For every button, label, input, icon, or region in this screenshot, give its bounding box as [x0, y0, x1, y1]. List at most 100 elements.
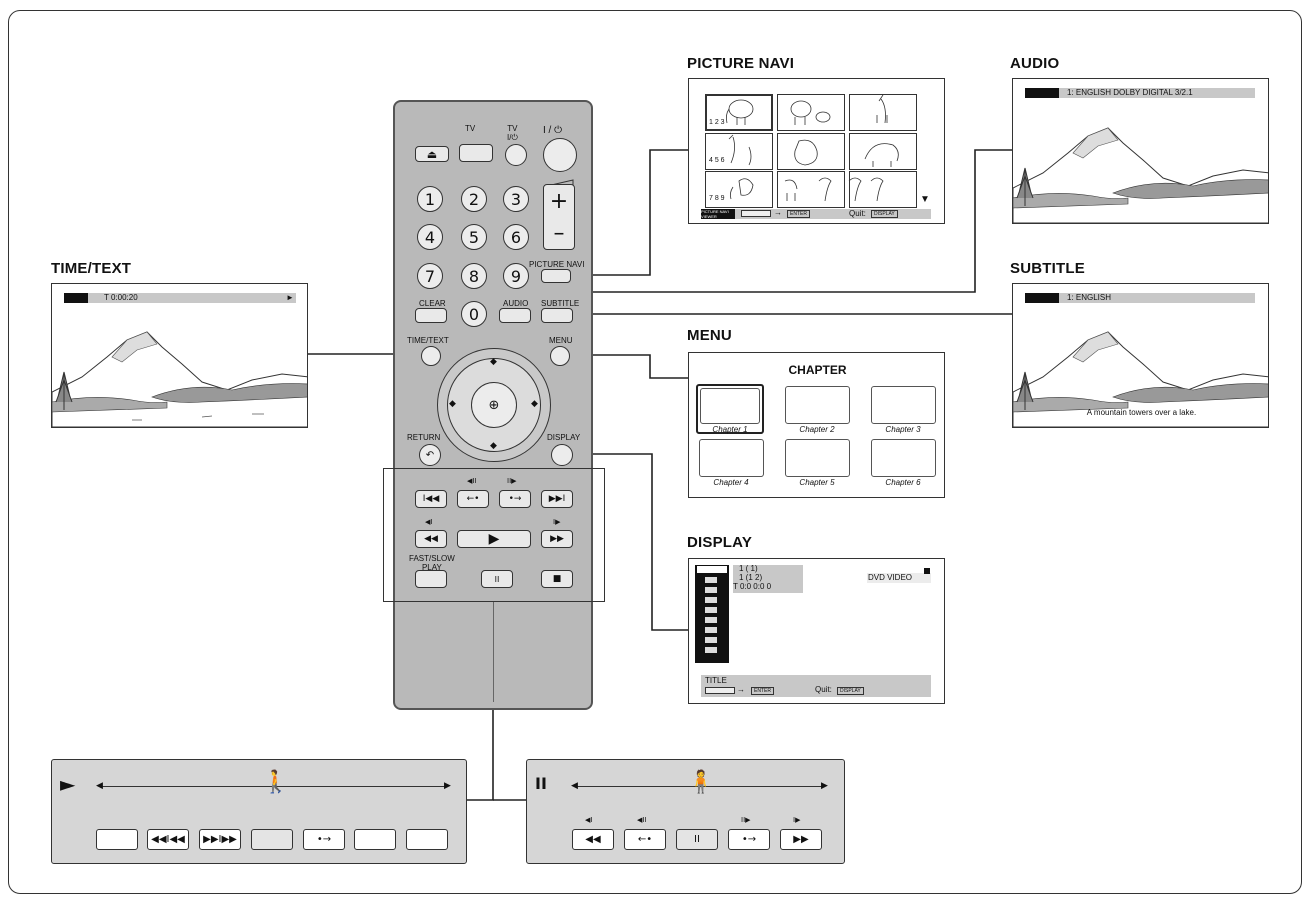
number-4-button[interactable]: 4 [417, 224, 443, 250]
display-button[interactable] [551, 444, 573, 466]
chapter-icon [705, 577, 717, 583]
remote-control: TV TV I/⏻ I / ⏻ ⏏ 1 2 3 4 5 6 7 8 9 0 + … [383, 100, 605, 710]
number-6-button[interactable]: 6 [503, 224, 529, 250]
title-number: 1 ( 1) [739, 564, 758, 573]
number-7-button[interactable]: 7 [417, 263, 443, 289]
subtitle-icon [705, 607, 717, 613]
thumbnail-1[interactable] [705, 94, 773, 131]
number-2-button[interactable]: 2 [461, 186, 487, 212]
wire-picture-navi [547, 149, 690, 276]
down-arrow-icon[interactable]: ◆ [490, 440, 497, 450]
number-0-button[interactable]: 0 [461, 301, 487, 327]
quit-label: Quit: [815, 685, 832, 694]
play-state-icon: ► [60, 772, 76, 796]
slow-back-mark-icon: ◀I [425, 518, 433, 526]
row-number-2: 4 5 6 [709, 157, 725, 164]
display-info-box [733, 565, 803, 593]
speed-button-2[interactable]: ◀◀I◀◀ [147, 829, 189, 850]
right-arrow-icon[interactable]: ◆ [531, 398, 538, 408]
step-button-1[interactable]: ◀◀ [572, 829, 614, 850]
step-button-2[interactable]: ←• [624, 829, 666, 850]
up-arrow-icon[interactable]: ◆ [490, 356, 497, 366]
thumbnail-9[interactable] [849, 171, 917, 208]
fast-forward-button[interactable]: ▶▶ [541, 530, 573, 548]
chapter-6-box[interactable] [871, 439, 936, 477]
picture-navi-title: PICTURE NAVI [687, 55, 795, 72]
eject-button[interactable]: ⏏ [415, 146, 449, 162]
tv-input-button[interactable] [459, 144, 493, 162]
number-8-button[interactable]: 8 [461, 263, 487, 289]
chapter-3-box[interactable] [871, 386, 936, 424]
rewind-button[interactable]: ◀◀ [415, 530, 447, 548]
disc-type: DVD VIDEO [868, 573, 913, 582]
audio-button[interactable] [499, 308, 531, 323]
picture-navi-label: PICTURE NAVI [529, 260, 585, 269]
enter-button[interactable]: ⊕ [471, 382, 517, 428]
number-3-button[interactable]: 3 [503, 186, 529, 212]
subtitle-bar: 1: ENGLISH [1025, 293, 1255, 303]
axis-left-arrow-icon: ◀ [571, 780, 578, 790]
step-axis [575, 786, 825, 787]
subtitle-caption: A mountain towers over a lake. [1086, 408, 1197, 417]
number-9-button[interactable]: 9 [503, 263, 529, 289]
scroll-down-icon[interactable]: ▼ [920, 194, 930, 205]
remote-bottom-divider [493, 602, 494, 702]
footer-title: TITLE [705, 676, 727, 685]
advance-button[interactable]: •→ [499, 490, 531, 508]
power-button[interactable] [543, 138, 577, 172]
speed-button-7[interactable] [406, 829, 448, 850]
audio-track-text: 1: ENGLISH DOLBY DIGITAL 3/2.1 [1067, 88, 1193, 97]
chapter-2-box[interactable] [785, 386, 850, 424]
axis-right-arrow-icon: ▶ [821, 780, 828, 790]
selected-icon [697, 566, 727, 573]
volume-rocker[interactable]: + – [543, 184, 575, 250]
step-button-5[interactable]: ▶▶ [780, 829, 822, 850]
tv-power-label: TV I/⏻ [507, 124, 518, 142]
left-arrow-icon[interactable]: ◆ [449, 398, 456, 408]
chapter-1-label: Chapter 1 [712, 425, 748, 434]
quit-label: Quit: [849, 209, 866, 218]
time-text-button[interactable] [421, 346, 441, 366]
viewer-tag: PICTURE NAVI VIEWER [701, 209, 735, 219]
volume-plus[interactable]: + [549, 188, 569, 214]
enter-key: ENTER [787, 210, 810, 218]
volume-minus[interactable]: – [553, 220, 565, 246]
thumbnail-8[interactable] [777, 171, 845, 208]
chapter-4-box[interactable] [699, 439, 764, 477]
fast-slow-play-button[interactable] [415, 570, 447, 588]
chapter-5-box[interactable] [785, 439, 850, 477]
tv-power-button[interactable] [505, 144, 527, 166]
speed-button-6[interactable] [354, 829, 396, 850]
audio-label: AUDIO [503, 299, 529, 308]
speed-button-4[interactable] [251, 829, 293, 850]
thumbnail-5[interactable] [777, 133, 845, 170]
time-counter: T 0:0 0:0 0 [733, 582, 772, 591]
thumbnail-6[interactable] [849, 133, 917, 170]
pause-button[interactable]: II [481, 570, 513, 588]
speed-button-5[interactable]: •→ [303, 829, 345, 850]
step-button-3[interactable]: II [676, 829, 718, 850]
number-1-button[interactable]: 1 [417, 186, 443, 212]
thumbnail-3[interactable] [849, 94, 917, 131]
next-button[interactable]: ▶▶I [541, 490, 573, 508]
speed-button-3[interactable]: ▶▶I▶▶ [199, 829, 241, 850]
wire-display [560, 453, 690, 631]
menu-button[interactable] [550, 346, 570, 366]
arrow-keys-icon [705, 687, 735, 694]
thumbnail-4[interactable] [705, 133, 773, 170]
clear-button[interactable] [415, 308, 447, 323]
play-button[interactable]: ▶ [457, 530, 531, 548]
replay-button[interactable]: ←• [457, 490, 489, 508]
thumbnail-2[interactable] [777, 94, 845, 131]
thumbnail-7[interactable] [705, 171, 773, 208]
previous-button[interactable]: I◀◀ [415, 490, 447, 508]
step-button-4[interactable]: •→ [728, 829, 770, 850]
return-button[interactable]: ↶ [419, 444, 441, 466]
subtitle-button[interactable] [541, 308, 573, 323]
chapter-5-label: Chapter 5 [799, 478, 835, 487]
stop-button[interactable]: ■ [541, 570, 573, 588]
repeat-icon [705, 627, 717, 633]
speed-button-1[interactable] [96, 829, 138, 850]
picture-navi-button[interactable] [541, 269, 571, 283]
number-5-button[interactable]: 5 [461, 224, 487, 250]
